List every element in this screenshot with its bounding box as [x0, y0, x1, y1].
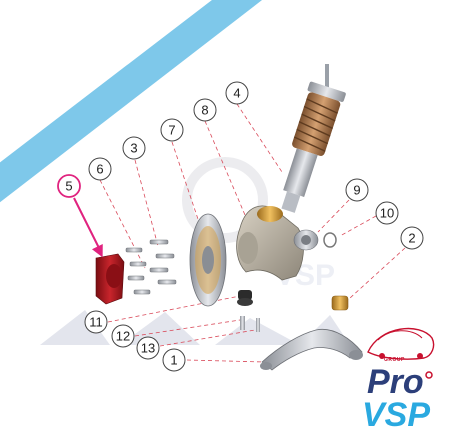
callout-7: 7	[160, 118, 184, 142]
bolt	[127, 275, 145, 281]
part-circlip	[323, 232, 337, 248]
callout-circle	[160, 118, 184, 142]
callout-11: 11	[84, 310, 108, 334]
callout-12: 12	[111, 324, 135, 348]
part-wheel-bearing	[293, 229, 319, 251]
top-mount	[307, 81, 346, 102]
leader-lines	[99, 103, 406, 363]
leader-line-7	[171, 141, 201, 226]
callout-label: 7	[168, 123, 175, 138]
part-brake-disc	[189, 213, 227, 307]
knuckle-hub-bore	[238, 232, 258, 264]
callout-circle	[193, 98, 217, 122]
damper-body	[283, 148, 318, 197]
callout-circle	[84, 310, 108, 334]
callout-5: 5	[57, 174, 81, 198]
leader-line-6	[99, 179, 146, 269]
bolt	[155, 253, 175, 259]
callout-3: 3	[122, 136, 146, 160]
callout-9: 9	[345, 178, 369, 202]
callout-label: 4	[233, 86, 240, 101]
callout-10: 10	[375, 201, 399, 225]
watermark-shape	[120, 312, 200, 345]
part-lower-control-arm	[260, 328, 363, 371]
watermark-shape	[40, 310, 110, 345]
part-coilover-strut	[281, 64, 346, 213]
part-steering-knuckle	[236, 205, 304, 281]
part-bolts	[125, 239, 177, 295]
leader-line-9	[317, 199, 350, 233]
callout-label: 8	[201, 103, 208, 118]
callout-label: 1	[170, 353, 177, 368]
logo-dot-icon	[425, 371, 433, 379]
callout-circle	[88, 157, 112, 181]
logo-wheel-icon	[379, 353, 385, 359]
callout-label: 6	[96, 162, 103, 177]
part-hub-carrier	[95, 253, 125, 305]
callout-label: 10	[380, 206, 394, 221]
site-banner: pro-piece-vsp.com	[0, 0, 263, 203]
leader-line-11	[107, 294, 246, 323]
leader-line-13	[159, 329, 256, 347]
leader-line-1	[186, 359, 266, 363]
bolt	[157, 279, 177, 285]
callout-13: 13	[136, 336, 160, 360]
leader-line-12	[134, 319, 241, 337]
callout-label: 5	[65, 179, 72, 194]
provsp-logo: GROUP Pro VSP	[362, 327, 435, 434]
callout-4: 4	[225, 81, 249, 105]
leader-line-2	[349, 247, 406, 299]
callout-circle	[225, 81, 249, 105]
strut-rod	[325, 64, 329, 88]
callout-circle	[122, 136, 146, 160]
highlight-arrow	[73, 197, 103, 258]
callout-label: 11	[89, 315, 103, 330]
logo-group-text: GROUP	[384, 357, 405, 363]
part-gold-bushing	[331, 295, 349, 311]
callout-label: 13	[141, 341, 155, 356]
callout-8: 8	[193, 98, 217, 122]
callout-circle	[162, 348, 186, 372]
callout-1: 1	[162, 348, 186, 372]
callout-circle	[136, 336, 160, 360]
callout-circle	[375, 201, 399, 225]
bolt	[149, 239, 169, 245]
logo-vsp-text: VSP	[362, 396, 430, 434]
part-ball-joint	[237, 290, 260, 332]
callout-label: 9	[353, 183, 360, 198]
logo-car-roof	[377, 330, 423, 341]
callout-6: 6	[88, 157, 112, 181]
callout-label: 3	[130, 141, 137, 156]
banner-ribbon	[0, 0, 263, 203]
callout-label: 2	[408, 231, 415, 246]
callout-circle	[345, 178, 369, 202]
watermark-copyright-circle	[182, 157, 268, 243]
knuckle-top-bushing	[257, 206, 283, 222]
leader-line-8	[204, 120, 246, 216]
damper-lower	[281, 191, 301, 213]
bolt	[133, 289, 151, 295]
logo-wheel-icon	[417, 353, 423, 359]
callout-label: 12	[116, 329, 130, 344]
callout-circle	[111, 324, 135, 348]
callout-circle-highlighted	[57, 174, 81, 198]
bolt	[149, 267, 169, 273]
leader-line-10	[339, 215, 377, 237]
callout-2: 2	[400, 226, 424, 250]
leader-line-3	[134, 159, 159, 247]
logo-car-outline	[367, 327, 435, 360]
bolt	[125, 247, 143, 253]
bolt	[129, 261, 147, 267]
callout-circle	[400, 226, 424, 250]
logo-pro-text: Pro	[367, 363, 424, 401]
